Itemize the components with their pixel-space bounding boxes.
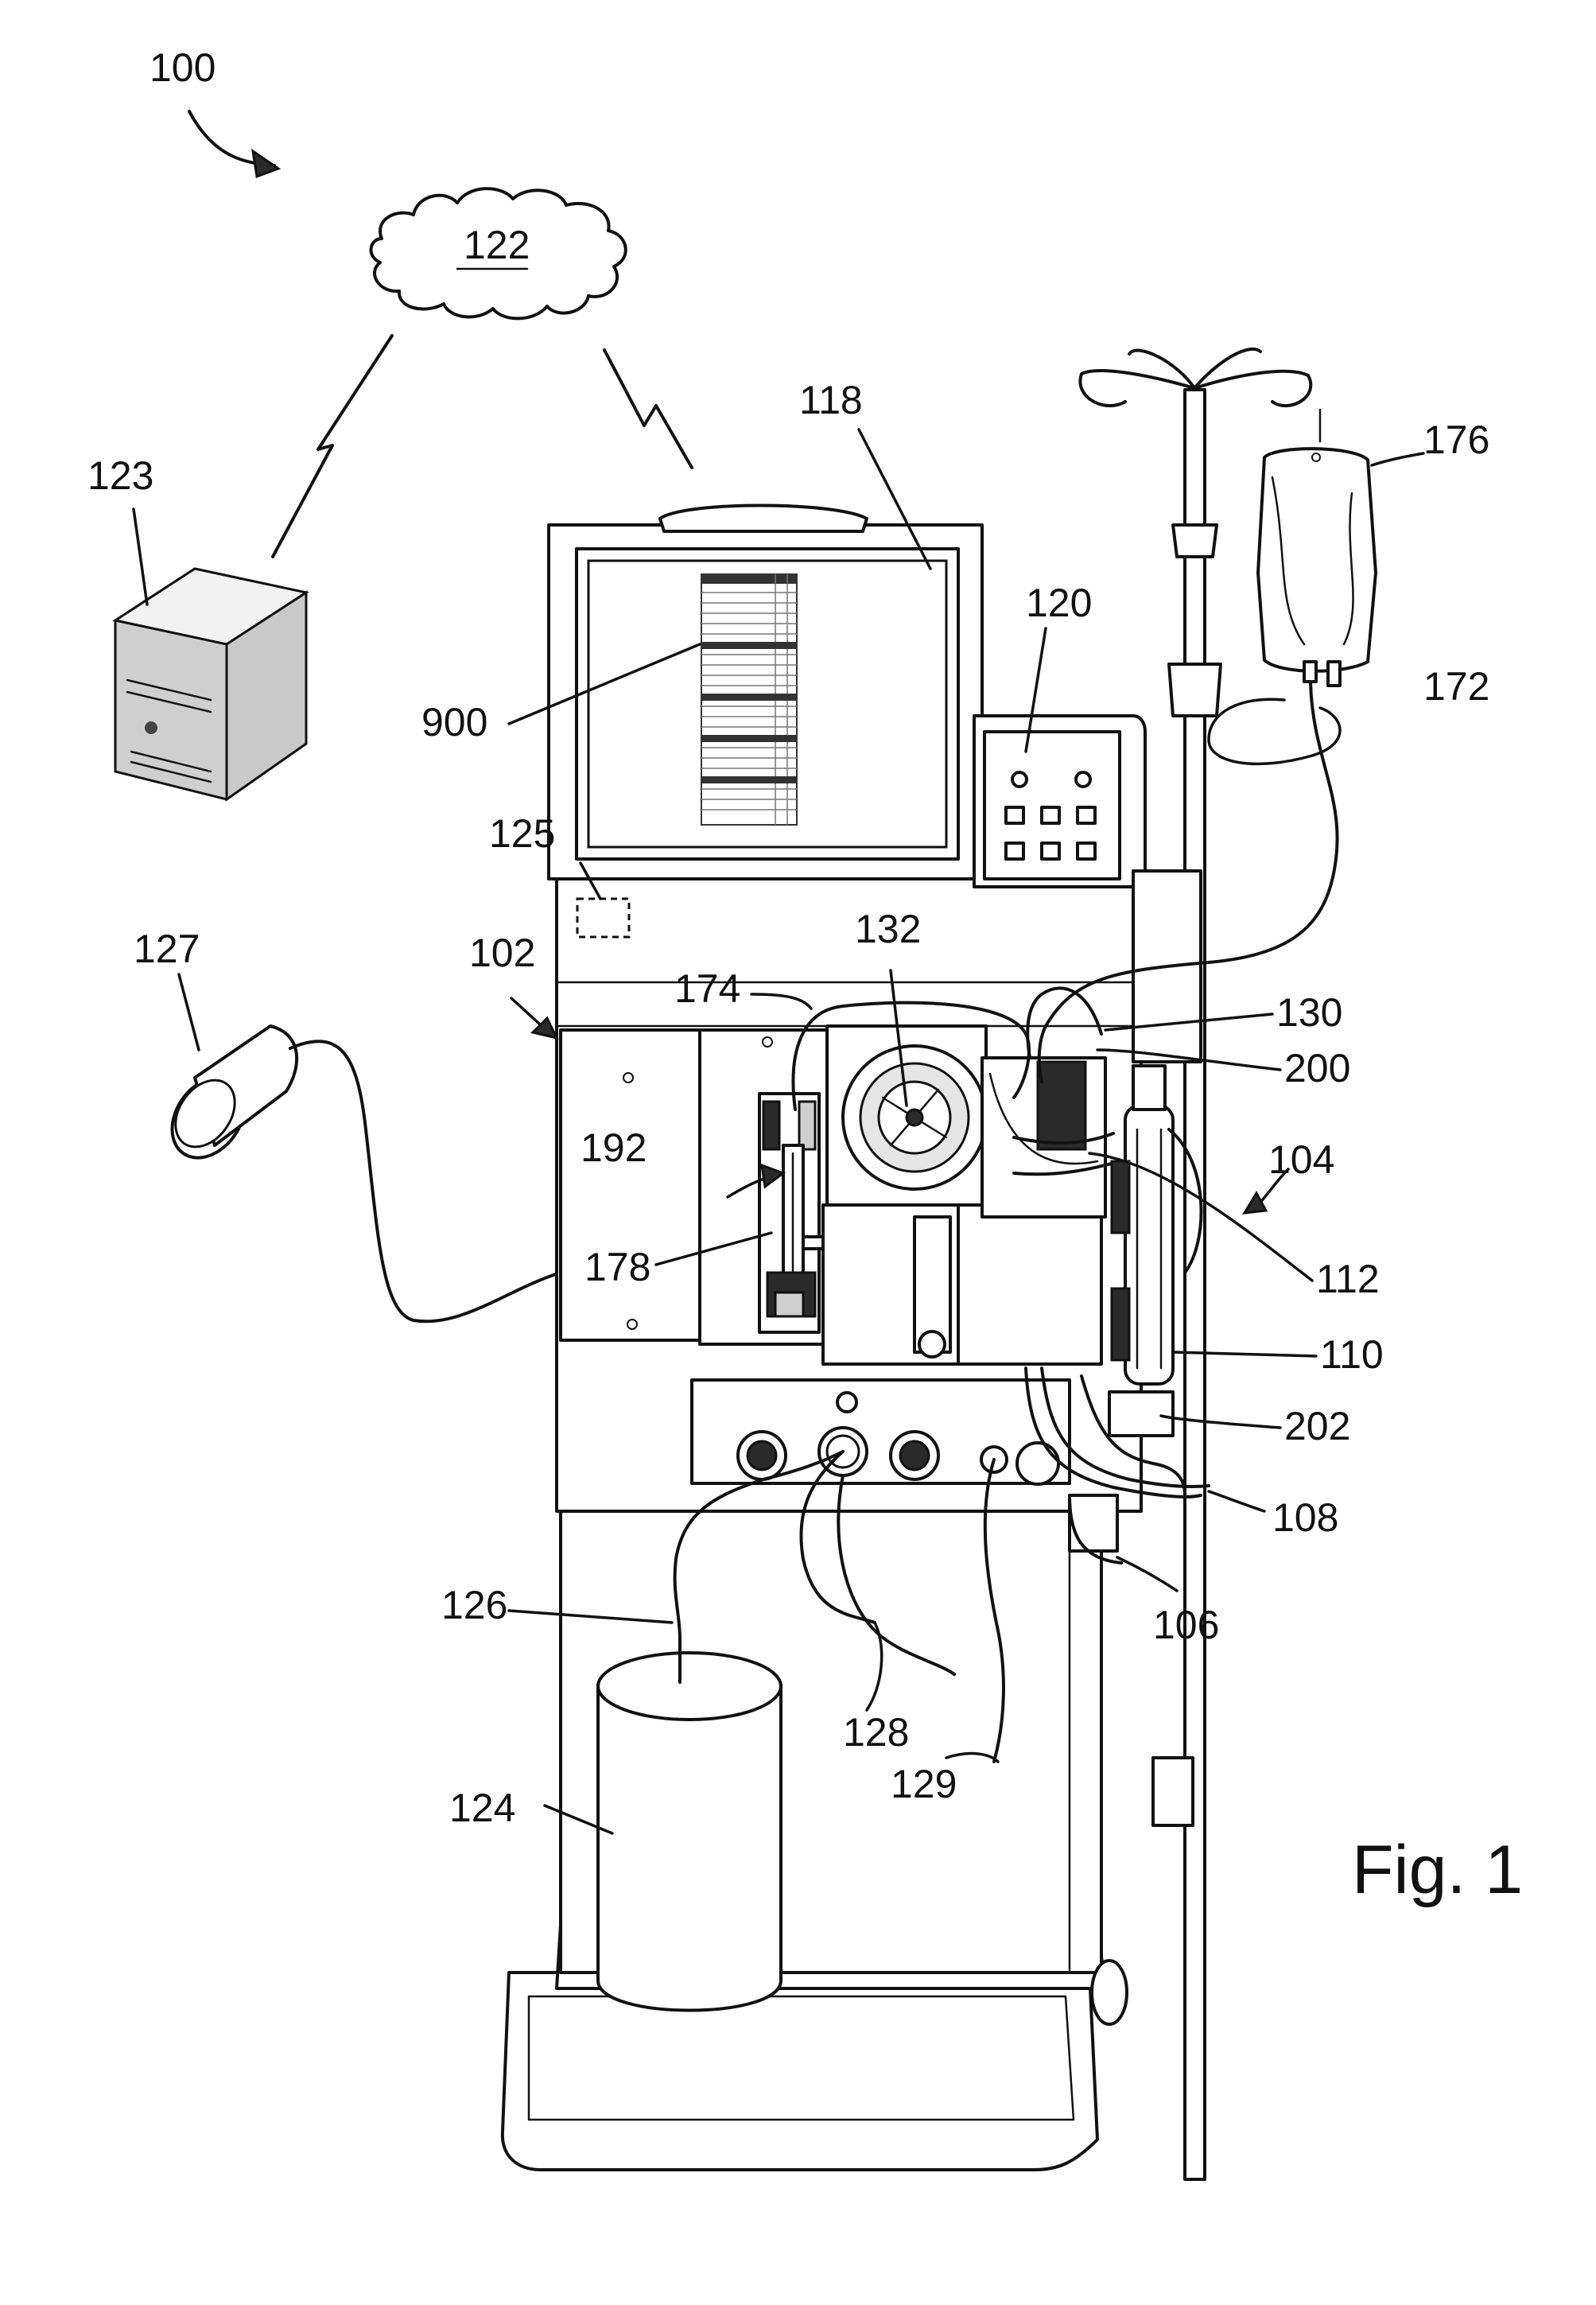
server-icon xyxy=(115,569,306,799)
label-178: 178 xyxy=(584,1245,650,1289)
label-174: 174 xyxy=(674,966,740,1011)
label-108: 108 xyxy=(1272,1495,1338,1540)
label-126: 126 xyxy=(441,1583,507,1627)
label-129: 129 xyxy=(891,1762,957,1806)
label-102: 102 xyxy=(469,931,535,975)
label-112: 112 xyxy=(1316,1257,1380,1301)
label-100: 100 xyxy=(150,45,216,90)
blood-pump xyxy=(843,1046,986,1189)
label-176: 176 xyxy=(1423,418,1489,462)
label-127: 127 xyxy=(134,927,200,971)
label-132: 132 xyxy=(855,907,921,951)
label-202: 202 xyxy=(1284,1404,1350,1448)
label-900: 900 xyxy=(421,700,487,744)
sensor-device xyxy=(157,1026,561,1321)
control-panel xyxy=(974,716,1145,887)
syringe-pump xyxy=(759,1094,823,1332)
label-118: 118 xyxy=(799,378,863,422)
label-125: 125 xyxy=(489,811,555,856)
label-104: 104 xyxy=(1268,1137,1334,1182)
figure-caption: Fig. 1 xyxy=(1352,1832,1523,1908)
screen-table xyxy=(701,574,797,825)
container xyxy=(598,1638,781,2011)
label-128: 128 xyxy=(843,1710,909,1755)
wireless-link-right xyxy=(604,350,692,468)
wireless-link-left xyxy=(273,336,392,557)
label-123: 123 xyxy=(87,453,153,498)
label-192: 192 xyxy=(581,1125,647,1170)
label-124: 124 xyxy=(449,1786,515,1830)
label-122: 122 xyxy=(464,223,530,267)
label-106: 106 xyxy=(1153,1603,1219,1647)
iv-bag xyxy=(1258,410,1376,686)
system-arrow xyxy=(189,111,278,177)
label-120: 120 xyxy=(1026,581,1092,625)
label-200: 200 xyxy=(1284,1046,1350,1090)
label-110: 110 xyxy=(1320,1332,1384,1377)
label-130: 130 xyxy=(1276,990,1342,1035)
label-172: 172 xyxy=(1423,664,1489,709)
